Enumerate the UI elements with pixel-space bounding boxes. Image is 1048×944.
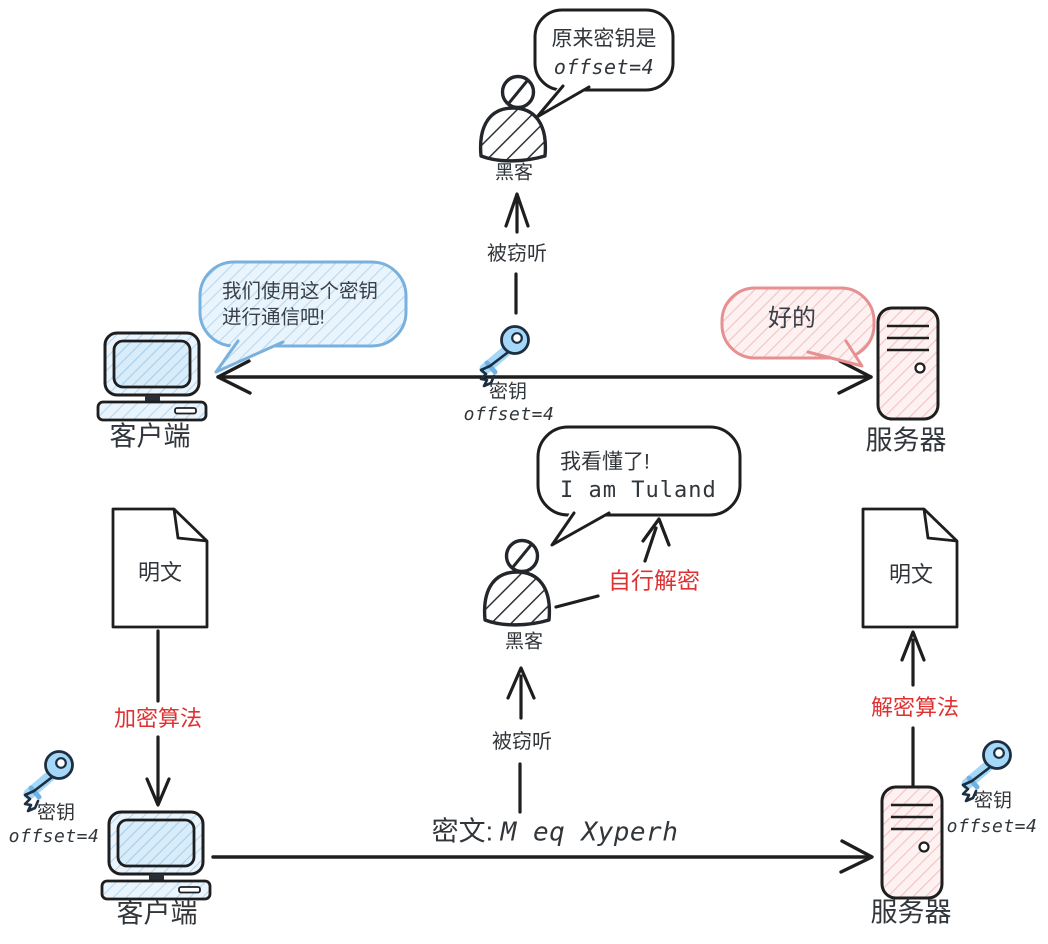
key-exchange-arrow: [216, 359, 873, 395]
encrypt-label: 加密算法: [113, 706, 203, 731]
hacker-top-figure: [478, 74, 548, 163]
ciphertext-value: M eq Xyperh: [500, 817, 679, 848]
ciphertext-prefix: 密文:: [431, 816, 494, 847]
hacker-bottom-bubble: [536, 425, 742, 547]
self-decrypt-arrow: [554, 517, 671, 609]
encrypt-arrow: [145, 629, 171, 807]
hacker-bottom-label: 黑客: [504, 631, 544, 653]
hacker-bottom-bubble-line1: 我看懂了!: [560, 450, 650, 474]
key-right-value: offset=4: [946, 816, 1038, 837]
ciphertext-arrow: [211, 839, 874, 874]
key-top-value: offset=4: [463, 404, 555, 425]
server-top-label: 服务器: [865, 425, 947, 456]
plaintext-left-label: 明文: [137, 560, 183, 585]
key-left-value: offset=4: [8, 826, 100, 847]
hacker-bottom-figure: [482, 538, 552, 627]
client-top-label: 客户端: [109, 421, 191, 452]
client-bottom-label: 客户端: [116, 898, 198, 929]
hacker-top-bubble-line2: offset=4: [553, 55, 655, 79]
hacker-top-bubble: [533, 8, 675, 119]
server-bubble: [720, 286, 876, 368]
eavesdrop-top-label: 被窃听: [487, 243, 547, 265]
decrypt-arrow: [900, 630, 926, 788]
client-bubble-line2: 进行通信吧!: [222, 306, 325, 329]
decrypt-label: 解密算法: [870, 695, 960, 720]
key-right-label: 密钥: [973, 790, 1013, 812]
eavesdrop-bottom-arrow: [506, 666, 536, 814]
key-left-label: 密钥: [36, 802, 76, 824]
server-bottom-icon: [880, 785, 944, 900]
hacker-top-label: 黑客: [494, 162, 534, 184]
server-top-icon: [876, 306, 940, 421]
client-bottom-icon: [100, 810, 212, 901]
server-bottom-label: 服务器: [870, 897, 952, 928]
key-top-label: 密钥: [488, 381, 528, 403]
eavesdrop-top-arrow: [504, 192, 530, 315]
self-decrypt-label: 自行解密: [608, 567, 700, 594]
hacker-top-bubble-line1: 原来密钥是: [551, 27, 657, 51]
plaintext-right-label: 明文: [888, 562, 934, 587]
client-bubble-line1: 我们使用这个密钥: [222, 280, 379, 303]
client-top-icon: [96, 331, 208, 422]
hacker-bottom-bubble-line2: I am Tuland: [560, 478, 717, 503]
server-bubble-text: 好的: [768, 305, 816, 332]
ciphertext-label: 密文: M eq Xyperh: [431, 816, 679, 848]
eavesdrop-bottom-label: 被窃听: [492, 731, 552, 753]
client-bubble: [198, 260, 408, 374]
